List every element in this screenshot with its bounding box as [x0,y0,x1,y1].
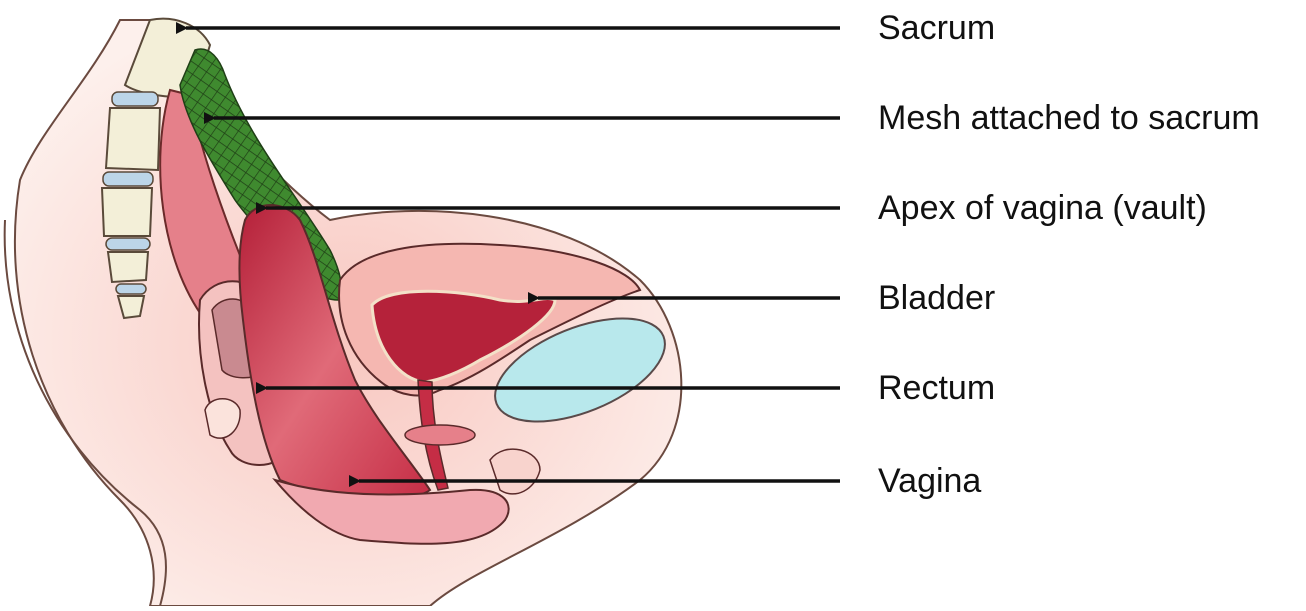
label-rectum: Rectum [878,371,995,405]
label-mesh: Mesh attached to sacrum [878,101,1260,135]
clitoris [405,425,475,445]
label-apex: Apex of vagina (vault) [878,191,1207,225]
label-sacrum: Sacrum [878,11,995,45]
label-bladder: Bladder [878,281,995,315]
label-vagina: Vagina [878,464,981,498]
